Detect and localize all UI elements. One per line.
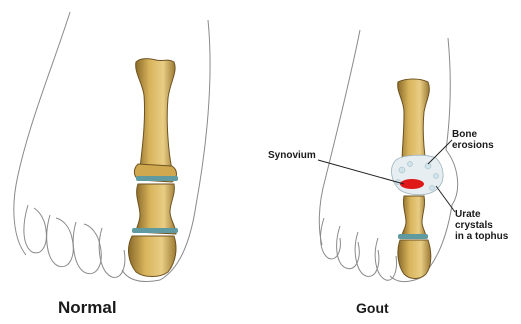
normal-metatarsal-bone xyxy=(136,59,175,170)
urate-crystals-leader-line xyxy=(436,186,455,212)
gout-toe-4 xyxy=(375,238,396,280)
gout-bones xyxy=(392,79,444,279)
normal-joint-cartilage-lower xyxy=(132,228,178,233)
normal-foot xyxy=(14,12,210,282)
bone-erosions-label: Bone erosions xyxy=(452,129,494,151)
urate-crystal-tophus xyxy=(392,155,444,195)
normal-toe-2 xyxy=(47,215,74,267)
normal-bones xyxy=(129,59,178,277)
normal-title: Normal xyxy=(58,298,117,318)
bone-erosions-line-2: erosions xyxy=(452,140,494,151)
normal-toe-1 xyxy=(24,205,46,253)
normal-proximal-phalanx xyxy=(136,184,176,234)
urate-crystals-line-2: in a tophus xyxy=(455,231,521,242)
gout-foot xyxy=(318,30,458,282)
synovium-leader-line xyxy=(318,160,404,184)
normal-toe-4 xyxy=(99,228,125,277)
gout-distal-phalanx xyxy=(398,240,431,279)
synovium-label-text: Synovium xyxy=(268,150,316,161)
bone-erosions-line-1: Bone xyxy=(452,129,494,140)
urate-crystals-line-1: Urate crystals xyxy=(455,209,521,231)
gout-joint-cartilage xyxy=(398,234,428,239)
urate-crystals-label: Urate crystals in a tophus xyxy=(455,209,521,242)
gout-proximal-phalanx xyxy=(402,196,426,238)
gout-title: Gout xyxy=(356,300,389,316)
synovium-label: Synovium xyxy=(268,150,316,161)
gout-metatarsal-bone xyxy=(398,79,430,164)
normal-joint-cartilage-upper xyxy=(136,176,178,181)
bone-erosions-leader-line xyxy=(428,140,452,164)
normal-distal-phalanx xyxy=(129,236,176,277)
normal-toe-3 xyxy=(73,222,101,274)
normal-foot-outline xyxy=(14,12,210,282)
